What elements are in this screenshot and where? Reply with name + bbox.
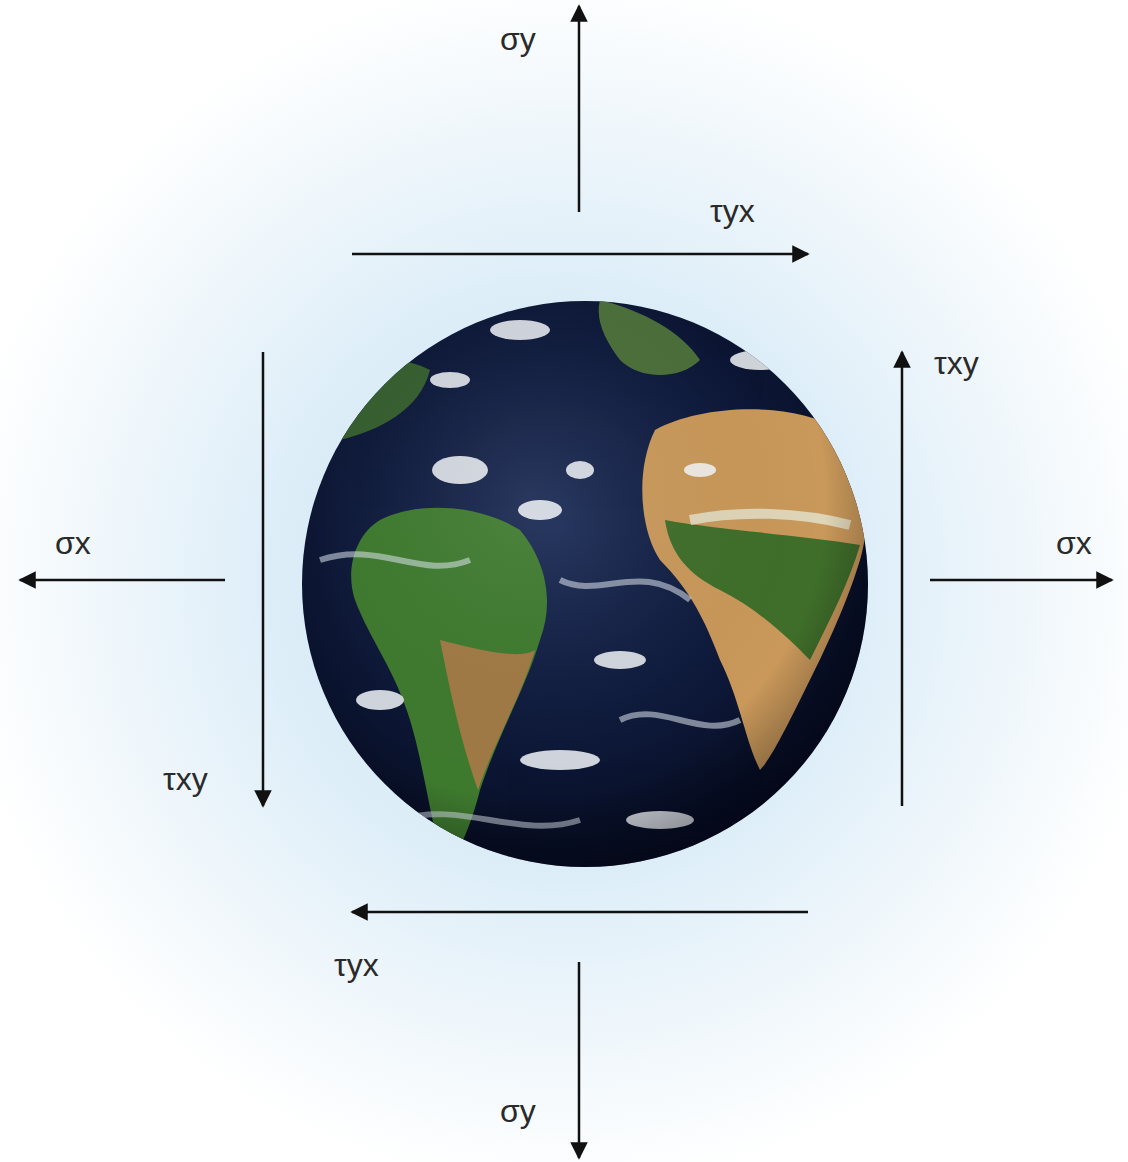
earth-globe [302, 300, 868, 870]
stress-label: τyx [710, 194, 755, 229]
stress-label: σy [500, 22, 536, 57]
stress-label: σy [500, 1094, 536, 1129]
stress-label: τxy [934, 346, 979, 381]
stress-label: σx [55, 526, 91, 561]
stress-label: τxy [163, 762, 208, 797]
stress-label: τyx [334, 948, 379, 983]
stress-arrows [20, 6, 1112, 1158]
stress-label: σx [1056, 526, 1092, 561]
